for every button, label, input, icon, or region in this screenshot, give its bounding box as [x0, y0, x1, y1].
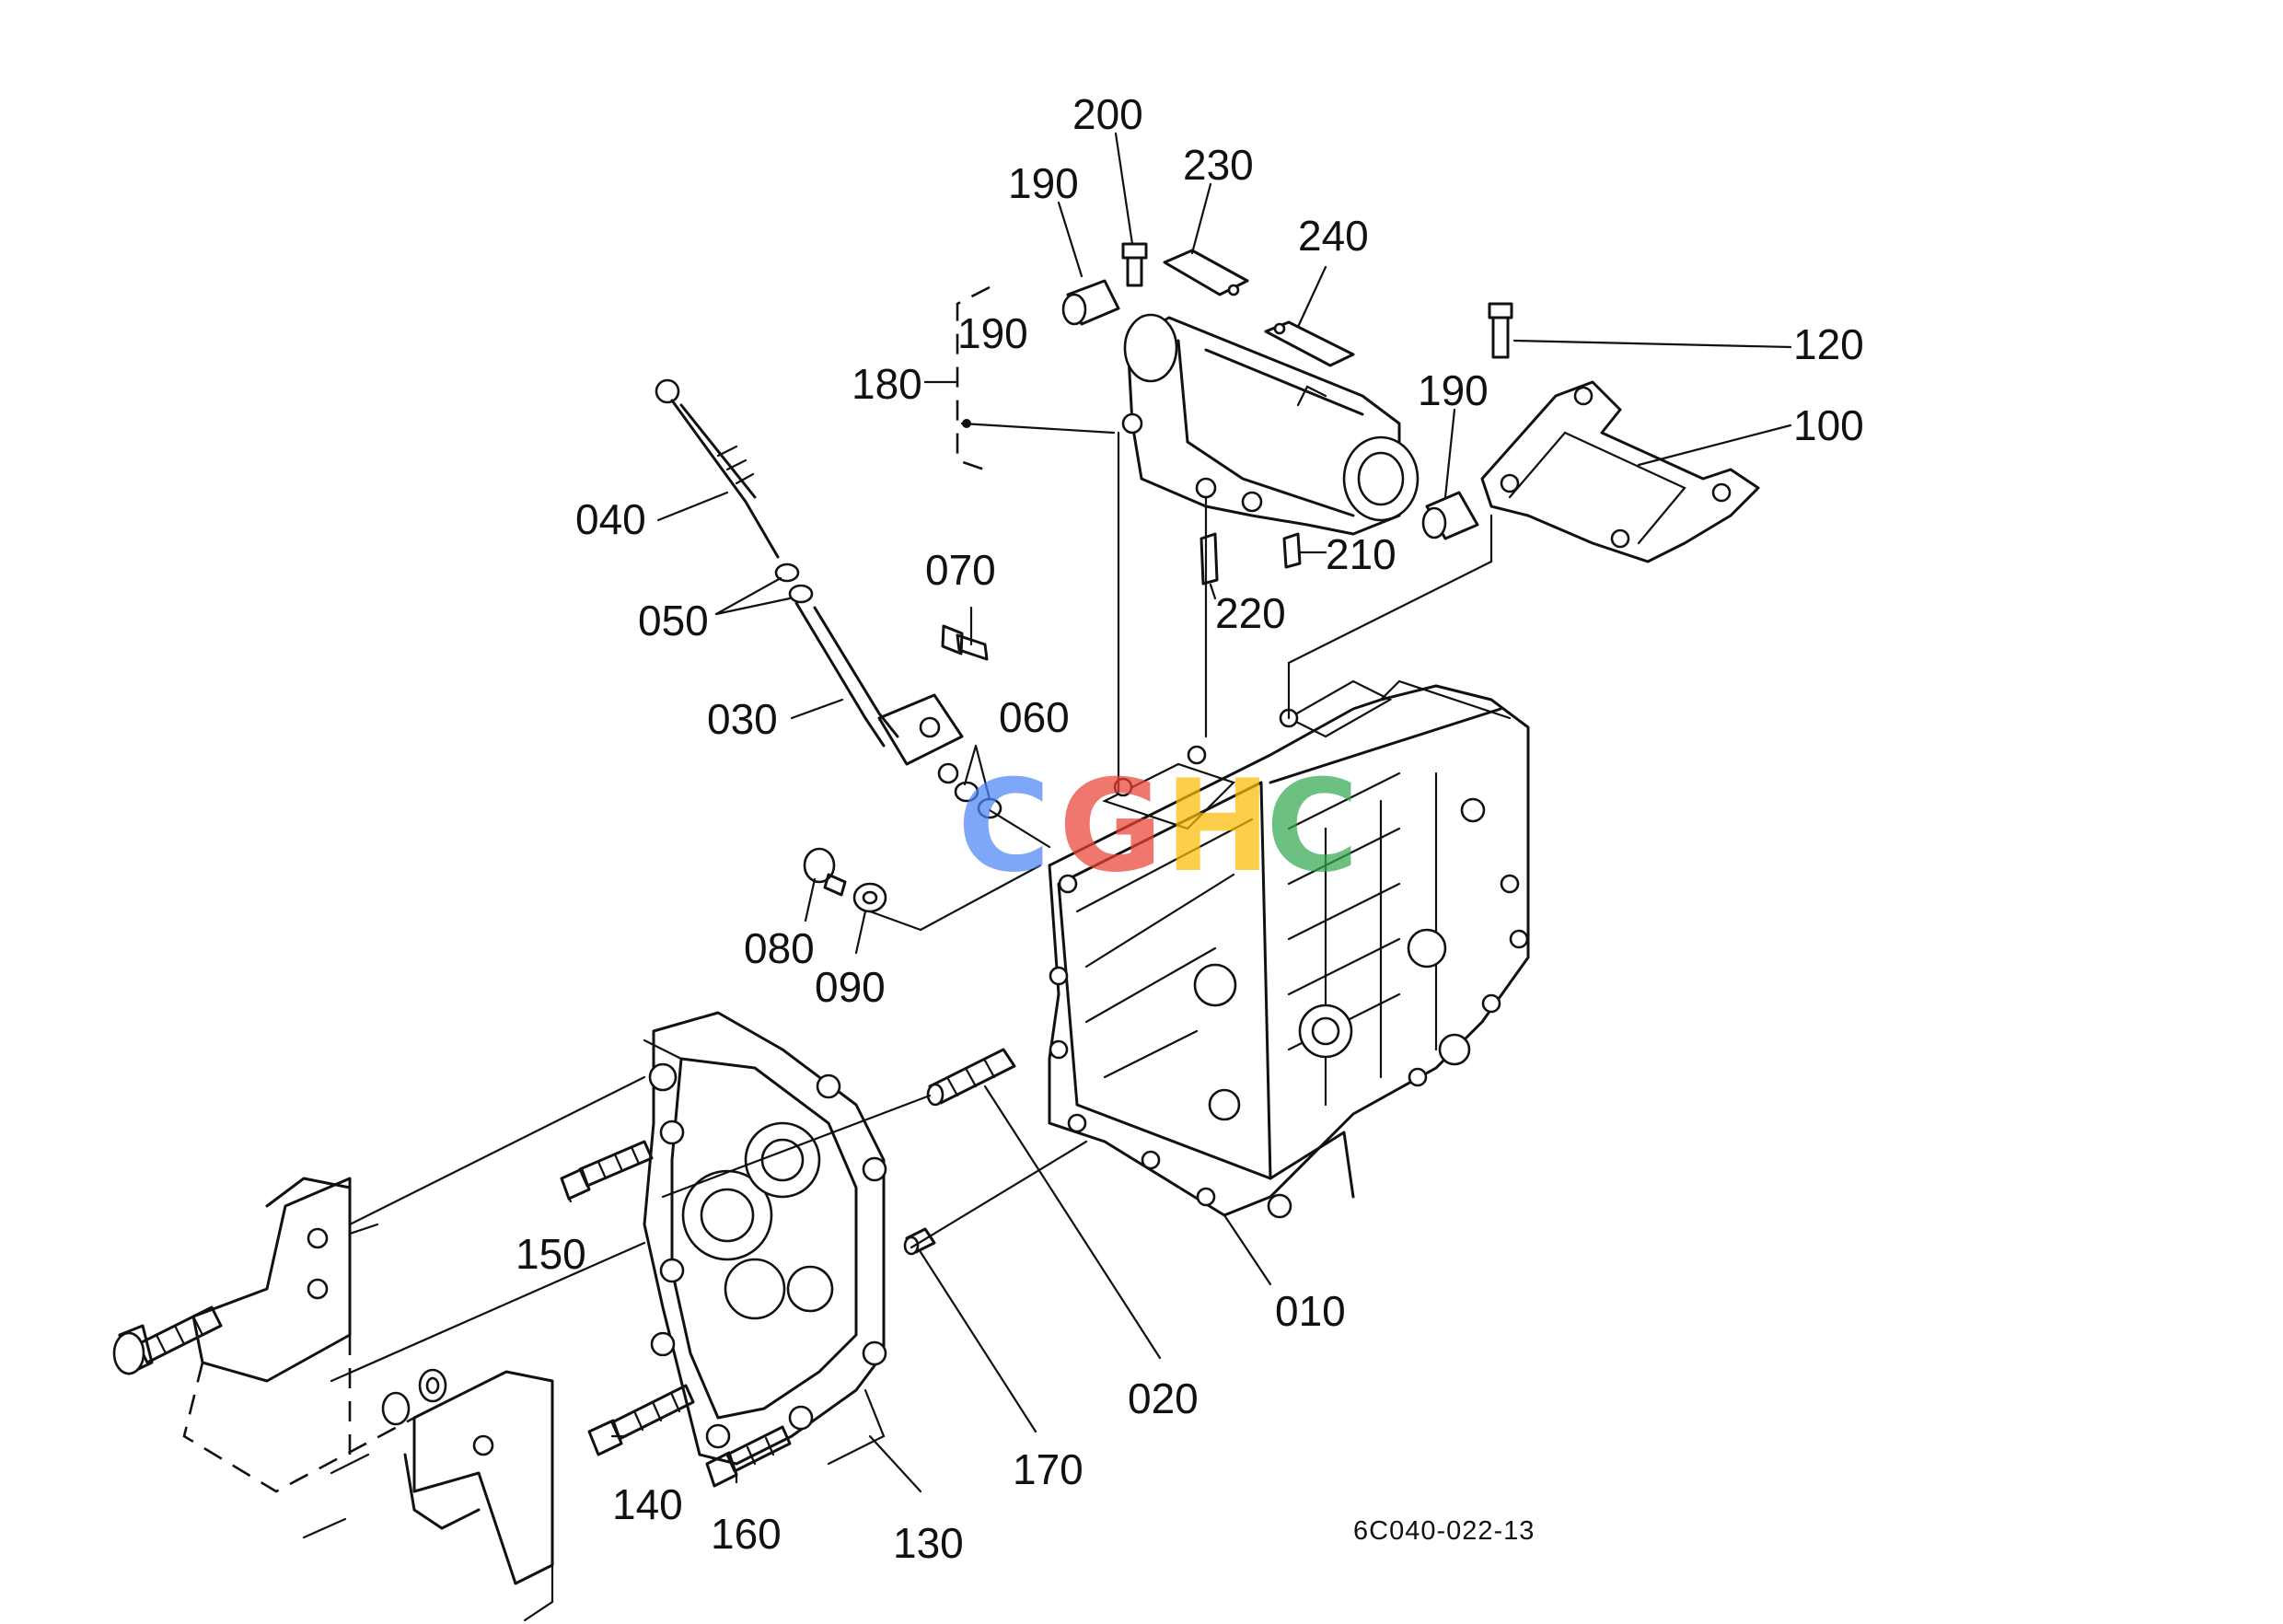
label-210: 210: [1326, 530, 1396, 578]
figure-code: 6C040-022-13: [1353, 1516, 1535, 1546]
label-170: 170: [1013, 1445, 1084, 1493]
watermark-letter-c: C: [957, 752, 1050, 900]
watermark-logo: C G H C: [957, 752, 1359, 900]
part-240-plate: [1264, 320, 1355, 367]
watermark-letter-h: H: [1165, 752, 1271, 900]
label-240: 240: [1298, 212, 1369, 260]
watermark-letter-c2: C: [1266, 752, 1359, 900]
part-040-dipstick: [655, 378, 780, 559]
part-150-bolt: [560, 1140, 654, 1201]
part-190-bushing-right: [1421, 491, 1479, 540]
part-080-plug: [803, 847, 847, 897]
label-190: 190: [957, 309, 1028, 357]
label-120: 120: [1793, 320, 1864, 368]
label-100: 100: [1793, 401, 1864, 449]
label-010: 010: [1275, 1287, 1346, 1335]
label-050: 050: [638, 597, 709, 644]
label-080: 080: [744, 924, 815, 972]
part-020-stud: [926, 1048, 1016, 1107]
part-070-bolt: [941, 624, 989, 661]
label-030: 030: [707, 695, 778, 743]
part-210-pin: [1282, 532, 1302, 569]
label-040: 040: [575, 495, 646, 543]
label-020: 020: [1128, 1375, 1199, 1422]
label-220: 220: [1215, 589, 1286, 637]
part-140-bolt: [587, 1384, 695, 1456]
label-180: 180: [852, 360, 922, 408]
shift-lever-housing: [1121, 313, 1420, 536]
part-100-cover-plate: [1480, 380, 1760, 563]
left-bracket-outline: [182, 1177, 554, 1622]
part-050-orings: [774, 563, 814, 604]
label-150: 150: [516, 1230, 586, 1278]
label-230: 230: [1183, 141, 1254, 189]
part-230-plate: [1163, 249, 1249, 296]
label-070: 070: [925, 546, 996, 594]
label-090: 090: [815, 963, 886, 1011]
part-010-transmission-case: [1048, 679, 1530, 1219]
label-140: 140: [612, 1480, 683, 1528]
bracket-bolt-and-washers: [112, 1305, 447, 1426]
leader-lines: [330, 132, 1792, 1493]
label-130: 130: [893, 1519, 964, 1567]
part-120-bolt: [1488, 302, 1513, 359]
part-200-bolt: [1121, 242, 1148, 287]
part-labels: 200 230 190 240 190 120 180 190 100 040 …: [516, 90, 1864, 1567]
part-030-guide-tube: [794, 601, 964, 784]
part-220-pin: [1199, 532, 1219, 586]
part-090-gasket: [852, 882, 887, 913]
label-190: 190: [1008, 159, 1079, 207]
label-200: 200: [1072, 90, 1143, 138]
part-130-front-cover: [643, 1011, 887, 1466]
watermark-letter-g: G: [1059, 752, 1163, 900]
label-190: 190: [1418, 366, 1489, 414]
part-190-bushing-left: [1061, 279, 1120, 326]
label-060: 060: [999, 693, 1070, 741]
label-160: 160: [711, 1510, 782, 1558]
